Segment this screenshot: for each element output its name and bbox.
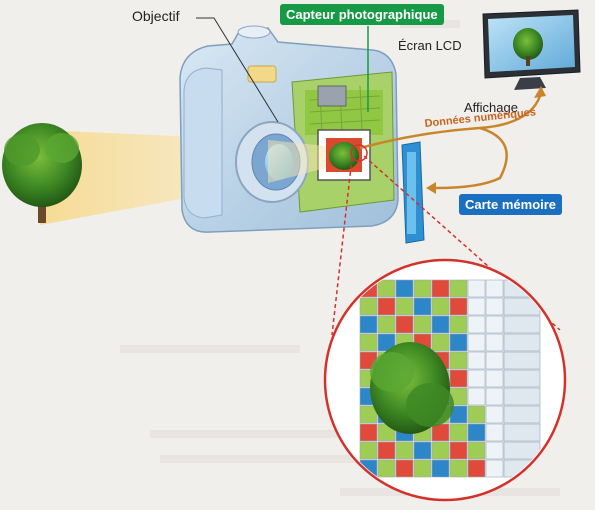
lcd-monitor-icon xyxy=(482,9,581,90)
arrow-to-lcd-icon xyxy=(534,86,546,98)
capteur-badge: Capteur photographique xyxy=(280,4,444,25)
magnifier-circle-icon xyxy=(323,258,567,502)
objectif-label: Objectif xyxy=(132,8,180,24)
tree-icon xyxy=(2,123,82,223)
affichage-label: Affichage xyxy=(464,100,518,115)
arrow-to-card-icon xyxy=(426,182,436,194)
memory-card-icon xyxy=(401,141,425,244)
data-flow-arrows xyxy=(359,95,542,190)
ecran-label: Écran LCD xyxy=(398,38,462,53)
pixel-tree-icon xyxy=(370,342,454,434)
carte-badge: Carte mémoire xyxy=(459,194,563,215)
camera-icon xyxy=(179,25,399,233)
objectif-leader xyxy=(196,17,279,123)
sensor-zoom-marker xyxy=(350,144,368,162)
